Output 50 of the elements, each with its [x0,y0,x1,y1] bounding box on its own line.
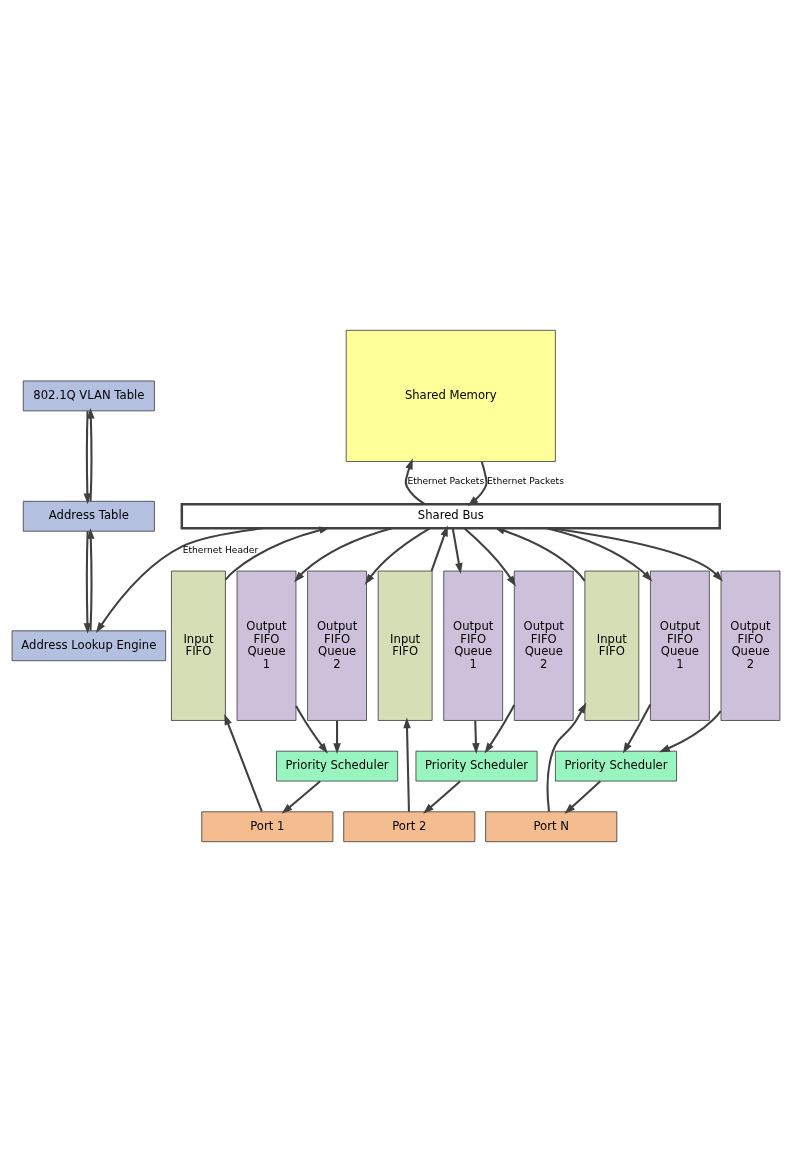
arrow [87,407,95,501]
edge-label: Ethernet Packets [487,475,564,486]
arrow [83,410,92,504]
node-box: Input FIFO [584,570,640,721]
arrow [404,458,426,505]
arrow [224,713,263,812]
arrow [472,720,480,754]
arrow [83,530,92,634]
arrow [364,526,431,585]
node-box: Port N [485,810,618,842]
node-box: Output FIFO Queue 2 [720,570,781,721]
arrow [423,779,461,814]
arrow [564,779,601,814]
arrow [451,527,463,574]
arrow [494,526,586,581]
arrow [224,526,331,580]
node-box: Address Lookup Engine [11,629,167,661]
node-box: Port 1 [201,810,334,842]
node-box: Output FIFO Queue 2 [513,570,574,721]
arrow [87,527,95,631]
node-box: Output FIFO Queue 1 [443,570,504,721]
arrow [281,779,321,814]
node-box: Priority Scheduler [276,750,399,781]
arrow [546,702,587,812]
node-box: Priority Scheduler [554,750,677,781]
node-box: Address Table [22,500,155,532]
arrow [463,527,516,587]
arrow [294,526,393,582]
node-box: Input FIFO [171,570,226,721]
node-box: Output FIFO Queue 2 [307,570,367,721]
node-box: Input FIFO [377,570,433,721]
node-box: 802.1Q VLAN Table [22,380,155,411]
arrow [659,709,722,752]
node-box: Output FIFO Queue 1 [650,570,710,721]
arrow [403,716,411,812]
arrow [467,460,488,506]
arrow [95,526,263,633]
arrow [333,720,341,754]
edge-label: Ethernet Packets [407,475,485,486]
arrow [484,703,516,754]
node-box: Shared Bus [180,502,721,530]
node-box: Priority Scheduler [415,750,538,781]
arrow [430,525,448,571]
node-box: Output FIFO Queue 1 [236,570,297,721]
arrow [546,526,653,582]
arrow [622,703,652,754]
node-box: Shared Memory [345,329,556,462]
arrow [295,704,328,754]
node-box: Port 2 [343,810,476,842]
edge-label: Ethernet Header [182,544,259,555]
